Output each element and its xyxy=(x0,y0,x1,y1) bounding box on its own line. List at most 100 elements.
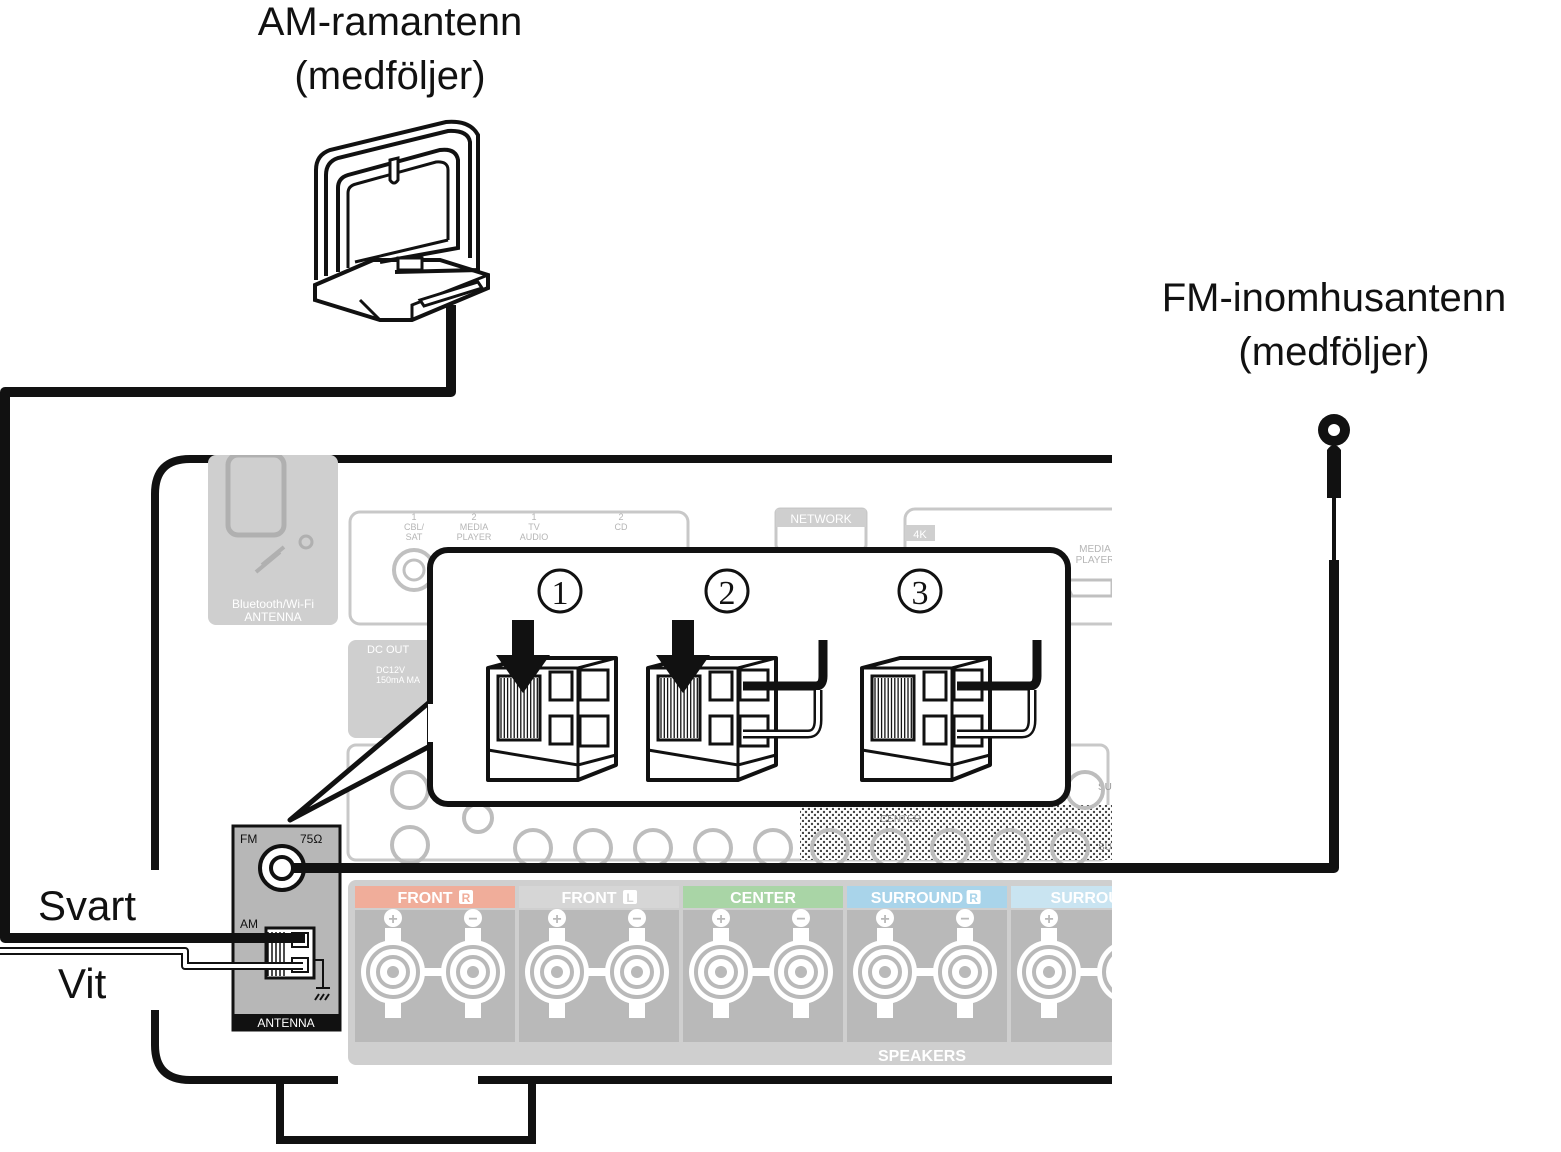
antenna-rotate-icon xyxy=(254,545,286,574)
svg-text:−: − xyxy=(1124,911,1133,928)
antenna-wires xyxy=(0,305,1350,970)
speaker-group-label: FRONT xyxy=(397,890,452,907)
svg-text:DC12V: DC12V xyxy=(376,665,405,675)
speaker-group-4: SURROUND R + − xyxy=(847,886,1007,1042)
terminal-detail-callout: 1 2 3 xyxy=(287,547,1071,823)
network-label: NETWORK xyxy=(790,512,851,526)
speaker-group-3: CENTER + − xyxy=(683,886,843,1042)
ohm-label: 75Ω xyxy=(300,832,322,846)
svg-text:CD: CD xyxy=(615,522,628,532)
speaker-group-5: SURROUN + − xyxy=(1011,886,1161,1042)
bt-label-1: Bluetooth/Wi-Fi xyxy=(232,597,314,611)
white-wire-insert xyxy=(957,690,1034,736)
am-black-wire xyxy=(0,305,456,943)
hdmi-port xyxy=(1062,578,1112,598)
white-wire-insert xyxy=(743,690,820,736)
svg-text:+: + xyxy=(1044,911,1053,928)
svg-text:MEDIA: MEDIA xyxy=(1079,544,1111,555)
svg-text:−: − xyxy=(796,911,805,928)
speaker-terminal-plus[interactable]: + xyxy=(361,909,425,1018)
svg-text:+: + xyxy=(552,911,561,928)
svg-text:−: − xyxy=(632,911,641,928)
svg-text:2: 2 xyxy=(618,512,623,522)
step-number-badge xyxy=(537,568,583,614)
step-number: 3 xyxy=(912,575,929,612)
network-port-block: NETWORK xyxy=(774,507,868,551)
fm-wire xyxy=(292,560,1339,873)
speaker-terminal-minus[interactable]: − xyxy=(441,909,505,1018)
hook-icon xyxy=(388,156,400,185)
push-terminal-icon xyxy=(860,656,992,782)
svg-text:TV: TV xyxy=(528,522,540,532)
speaker-group-label: SURROUND xyxy=(871,890,963,907)
black-wire-label: Svart xyxy=(38,882,136,929)
svg-text:150mA MA: 150mA MA xyxy=(376,675,420,685)
fm-antenna-subtitle: (medföljer) xyxy=(1238,330,1429,374)
speaker-terminal-plus[interactable]: + xyxy=(1017,909,1081,1018)
step-number: 2 xyxy=(719,575,736,612)
bluetooth-wifi-antenna-terminal: Bluetooth/Wi-Fi ANTENNA xyxy=(208,455,338,625)
step-2: 2 xyxy=(646,568,828,782)
svg-text:−: − xyxy=(960,911,969,928)
speaker-channel-badge: L xyxy=(626,891,633,905)
speaker-terminal-minus[interactable]: − xyxy=(769,909,833,1018)
speaker-group-2: FRONT L + − xyxy=(519,886,679,1042)
svg-text:2: 2 xyxy=(471,512,476,522)
am-label: AM xyxy=(240,917,258,931)
svg-text:+: + xyxy=(388,911,397,928)
antenna-terminal-block: ANTENNA FM 75Ω AM xyxy=(231,824,342,1032)
speaker-terminal-minus[interactable]: − xyxy=(605,909,669,1018)
am-white-wire xyxy=(0,949,303,968)
step-number-badge xyxy=(897,568,943,614)
press-down-arrow-icon xyxy=(496,620,550,693)
svg-text:+: + xyxy=(880,911,889,928)
speaker-terminal-plus[interactable]: + xyxy=(525,909,589,1018)
svg-text:SUB: SUB xyxy=(1098,842,1119,853)
svg-text:PLAYER: PLAYER xyxy=(1076,555,1115,566)
svg-text:+: + xyxy=(716,911,725,928)
svg-text:1: 1 xyxy=(531,512,536,522)
hdmi-4k-label: 4K xyxy=(913,529,927,541)
speakers-title: SPEAKERS xyxy=(878,1048,966,1065)
bt-label-2: ANTENNA xyxy=(244,610,301,624)
speaker-group-label: CENTER xyxy=(730,890,796,907)
white-wire-label: Vit xyxy=(58,960,107,1007)
svg-text:PLAYER: PLAYER xyxy=(457,532,492,542)
dc-out-label: DC OUT xyxy=(367,644,409,656)
push-terminal-icon xyxy=(646,656,778,782)
am-loop-antenna xyxy=(313,119,490,322)
speaker-channel-badge: R xyxy=(462,891,471,905)
step-1: 1 xyxy=(486,568,618,782)
am-antenna-title: AM-ramantenn xyxy=(258,0,523,44)
fm-label: FM xyxy=(240,832,257,846)
fm-antenna-title: FM-inomhusantenn xyxy=(1162,276,1507,320)
am-antenna-subtitle: (medföljer) xyxy=(294,54,485,98)
svg-text:AUDIO: AUDIO xyxy=(520,532,549,542)
receiver-rear-panel: Bluetooth/Wi-Fi ANTENNA 1 CBL/ SAT 2 MED… xyxy=(151,455,1161,1144)
svg-text:CBL/: CBL/ xyxy=(404,522,425,532)
svg-text:1: 1 xyxy=(411,512,416,522)
speaker-group-1: FRONT R + − xyxy=(355,886,515,1042)
speaker-terminal-plus[interactable]: + xyxy=(853,909,917,1018)
press-down-arrow-icon xyxy=(656,620,710,693)
receiver-foot xyxy=(276,1080,536,1144)
svg-text:SUB: SUB xyxy=(1098,782,1119,793)
speaker-group-label: FRONT xyxy=(561,890,616,907)
speaker-terminal-minus[interactable]: − xyxy=(933,909,997,1018)
step-3: 3 xyxy=(860,568,1042,782)
black-wire-insert xyxy=(743,640,828,691)
ground-icon xyxy=(313,959,330,1001)
speaker-terminal-plus[interactable]: + xyxy=(689,909,753,1018)
push-terminal-icon xyxy=(486,656,618,782)
step-number: 1 xyxy=(552,575,569,612)
black-wire-insert xyxy=(957,640,1042,691)
svg-text:MEDIA: MEDIA xyxy=(460,522,489,532)
speaker-terminal-minus[interactable]: − xyxy=(1097,909,1161,1018)
svg-text:SAT: SAT xyxy=(406,532,423,542)
speaker-channel-badge: R xyxy=(969,891,978,905)
step-number-badge xyxy=(704,568,750,614)
speaker-group-label: SURROUN xyxy=(1051,890,1132,907)
pre-out-jack-row: CENTER SUB SUB xyxy=(346,743,1119,868)
